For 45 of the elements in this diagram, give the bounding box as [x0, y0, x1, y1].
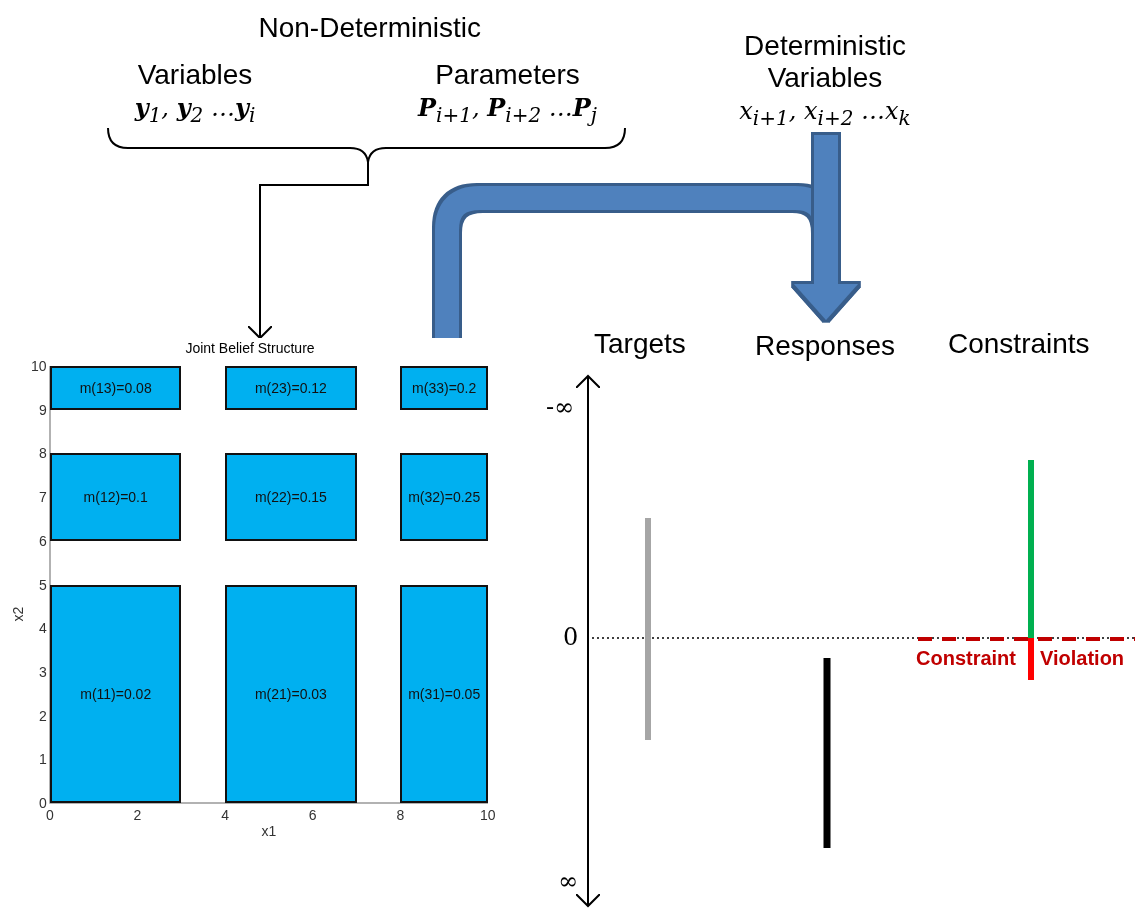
heading: Variables — [136, 59, 254, 92]
chart-title: Joint Belief Structure — [184, 340, 316, 356]
tick-label: 2 — [39, 707, 47, 724]
tick-label: 3 — [39, 663, 47, 680]
axis-title: x2 — [9, 606, 26, 622]
mass-cell: m(33)=0.2 — [400, 366, 488, 410]
annotation: Violation — [1040, 646, 1125, 670]
heading: Responses — [753, 330, 897, 362]
tick-label: 10 — [31, 358, 47, 374]
tick-label: 6 — [39, 532, 47, 549]
tick-label: 0 — [46, 807, 54, 823]
tick-label: 0 — [39, 795, 47, 811]
heading: Parameters — [434, 59, 581, 92]
formula: x$_{i+1}$, x$_{i+2}$ …x$_{k}$ — [738, 96, 912, 132]
axis-label: 0 — [563, 622, 579, 652]
column-heading: Targets — [594, 328, 686, 360]
tick-label: 5 — [39, 576, 47, 593]
formula: y$_{1}$, y$_{2}$ …y$_{i}$ — [133, 92, 257, 129]
tick-label: 2 — [133, 807, 142, 823]
mass-cell: m(12)=0.1 — [50, 453, 182, 541]
tick-label: 9 — [39, 401, 47, 418]
annotation: Constraint — [916, 646, 1016, 670]
tick-label: 6 — [308, 807, 317, 823]
tick-label: 4 — [221, 807, 229, 823]
tick-label: 4 — [39, 620, 47, 637]
axis-label: ∞ — [558, 866, 578, 896]
mass-cell: m(32)=0.25 — [400, 453, 488, 541]
mass-cell: m(23)=0.12 — [225, 366, 357, 410]
heading: Deterministic Variables — [743, 30, 907, 95]
tick-label: 8 — [396, 807, 405, 823]
mass-cell: m(11)=0.02 — [50, 584, 182, 803]
mass-cell: m(13)=0.08 — [50, 366, 182, 410]
tick-label: 10 — [480, 807, 496, 823]
heading: Non-Deterministic — [258, 12, 481, 44]
tick-label: 8 — [39, 445, 47, 462]
mass-cell: m(31)=0.05 — [400, 584, 488, 803]
mass-cell: m(22)=0.15 — [225, 453, 357, 541]
axis-title: x1 — [261, 823, 277, 839]
mass-cell: m(21)=0.03 — [225, 584, 357, 803]
column-heading: Constraints — [948, 328, 1090, 360]
formula: P$_{i+1}$, P$_{i+2}$ …P$_{j}$ — [416, 92, 598, 129]
tick-label: 7 — [39, 489, 47, 506]
axis-label: -∞ — [546, 392, 575, 422]
tick-label: 1 — [39, 751, 47, 768]
arrow — [107, 127, 626, 339]
